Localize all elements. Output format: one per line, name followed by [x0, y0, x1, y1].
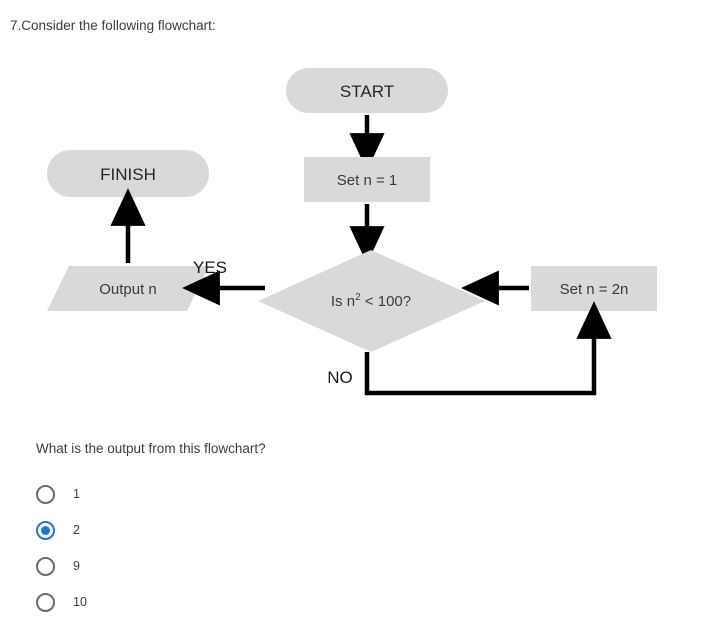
flowchart-node-finish: FINISH	[47, 150, 209, 197]
answer-option-2[interactable]: 2	[36, 512, 656, 548]
radio-button-option-3[interactable]	[36, 556, 55, 576]
flowchart-node-start: START	[286, 68, 448, 113]
decision-label-prefix: Is n	[331, 293, 355, 310]
flowchart-node-finish-label: FINISH	[100, 165, 156, 184]
answer-prompt: What is the output from this flowchart?	[36, 441, 266, 456]
decision-label-suffix: < 100?	[361, 293, 411, 310]
decision-label-exponent: 2	[355, 292, 361, 303]
answer-option-2-label: 2	[73, 523, 80, 537]
flowchart-node-set-n-1-label: Set n = 1	[337, 172, 397, 189]
flowchart-node-set-n-2n: Set n = 2n	[531, 266, 657, 311]
answer-block: What is the output from this flowchart? …	[36, 441, 656, 620]
answer-option-3[interactable]: 9	[36, 548, 656, 584]
answer-option-1[interactable]: 1	[36, 476, 656, 512]
flowchart-node-set-n-1: Set n = 1	[304, 157, 430, 202]
edge-label-no: NO	[327, 368, 353, 387]
answer-option-4[interactable]: 10	[36, 584, 656, 620]
question-number: 7.	[10, 18, 22, 33]
flowchart-node-decision: Is n2 < 100?	[258, 250, 485, 352]
flowchart-node-decision-label: Is n2 < 100?	[331, 292, 411, 310]
answer-option-4-label: 10	[73, 595, 87, 609]
radio-button-option-2[interactable]	[36, 520, 55, 540]
edge-label-yes: YES	[193, 258, 227, 277]
flowchart-node-output-n-label: Output n	[99, 281, 157, 298]
flowchart-node-output-n: Output n	[47, 266, 209, 311]
flowchart-node-start-label: START	[340, 82, 394, 101]
flowchart-diagram: START Set n = 1 Is n2 < 100? Set n = 2n	[0, 55, 713, 415]
radio-button-option-4[interactable]	[36, 592, 55, 612]
radio-button-option-1[interactable]	[36, 484, 55, 504]
question-header: 7. Consider the following flowchart:	[10, 18, 216, 33]
flowchart-node-set-n-2n-label: Set n = 2n	[560, 281, 629, 298]
answer-option-3-label: 9	[73, 559, 80, 573]
question-prompt-text: Consider the following flowchart:	[21, 18, 216, 33]
edge-no-loop	[364, 301, 612, 396]
answer-option-1-label: 1	[73, 487, 80, 501]
